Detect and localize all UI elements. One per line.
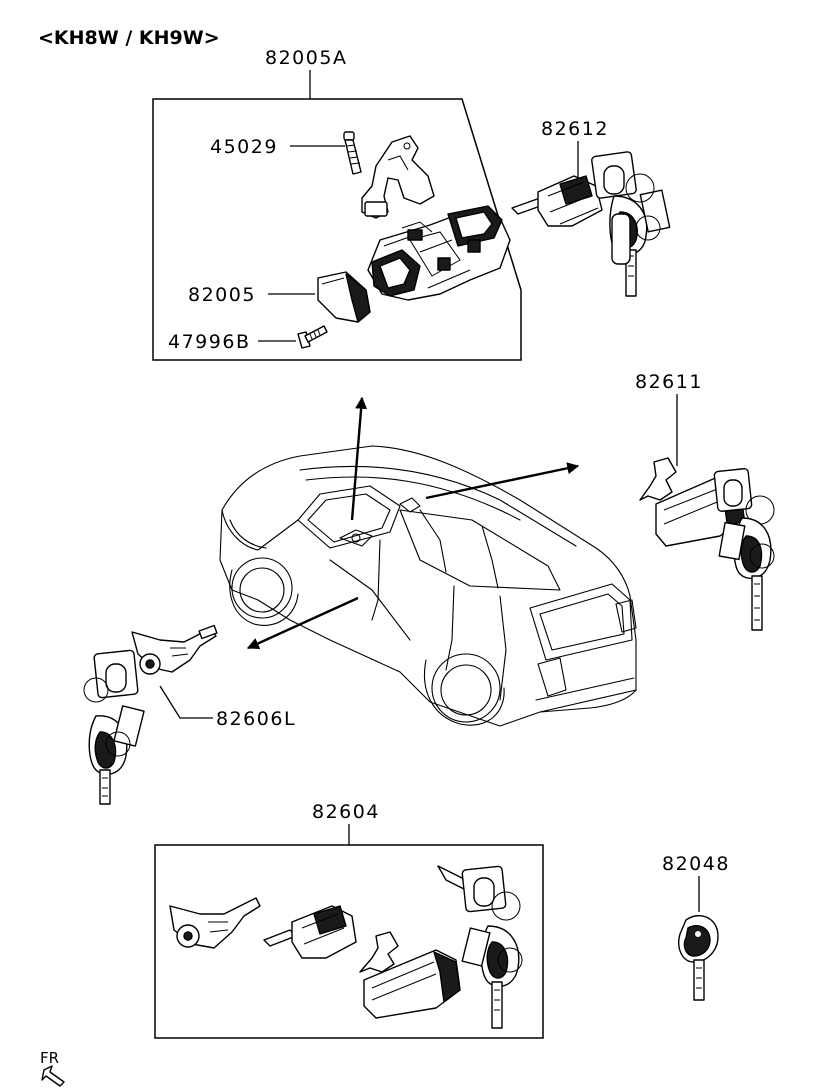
label-82612: 82612 (541, 118, 609, 140)
lock-housing-upper-shape (361, 135, 435, 219)
key-set-82612-shape (591, 151, 671, 297)
door-cylinder-82606L-shape (131, 624, 218, 675)
arrow-to-82611 (425, 462, 580, 500)
kit-door-cylinder-shape (169, 897, 261, 949)
tailgate-cylinder-82612-shape (511, 175, 603, 227)
kit-door-handle-shape (359, 931, 461, 1019)
front-direction-indicator: FR (40, 1049, 65, 1087)
pointer-arrows (246, 396, 580, 650)
kit-82604: 82604 (154, 801, 544, 1039)
screw-47996B-shape (297, 325, 328, 349)
kit-key-set-shape (437, 865, 523, 1029)
label-45029: 45029 (210, 136, 278, 158)
blank-key-82048-shape (678, 915, 719, 1001)
part-82606L: 82606L (83, 624, 296, 805)
arrow-to-82606L (246, 596, 359, 650)
arrow-to-82005A (350, 396, 368, 521)
label-82604: 82604 (312, 801, 380, 823)
kit-82604-frame (154, 844, 544, 1039)
part-82611: 82611 (635, 371, 775, 631)
steering-lock-cylinder-shape (367, 205, 511, 301)
model-title: <KH8W / KH9W> (38, 27, 220, 49)
label-82606L: 82606L (216, 708, 296, 730)
kit-tailgate-cylinder-shape (263, 905, 357, 959)
vehicle-outline (219, 445, 637, 727)
label-82005A: 82005A (265, 47, 347, 69)
part-82048: 82048 (662, 853, 730, 1001)
label-82611: 82611 (635, 371, 703, 393)
assembly-82005A-frame (152, 98, 522, 361)
fr-label: FR (40, 1049, 59, 1067)
label-82005: 82005 (188, 284, 256, 306)
fr-arrow-icon (41, 1065, 65, 1087)
key-set-82611-shape (713, 468, 775, 631)
pin-45029-shape (343, 131, 362, 175)
label-82048: 82048 (662, 853, 730, 875)
ignition-switch-82005-shape (317, 271, 371, 323)
key-set-82606L-shape (83, 649, 145, 805)
label-47996B: 47996B (168, 331, 250, 353)
assembly-82005A: 82005A 45029 (152, 47, 522, 361)
part-82612: 82612 (511, 118, 671, 297)
